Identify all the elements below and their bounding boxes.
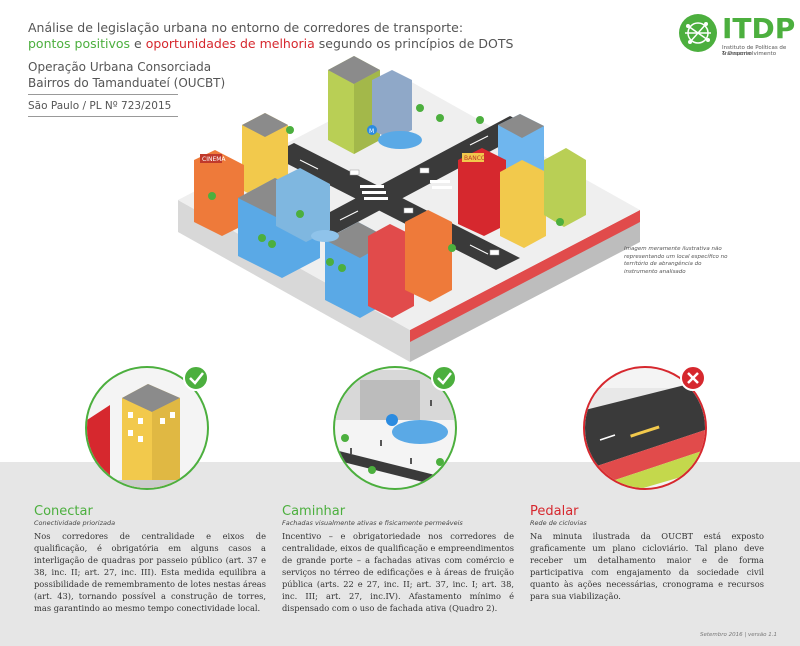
section-body: Na minuta ilustrada da OUCBT está expost… [530,531,764,601]
cinema-sign: CINEMA [202,156,226,163]
bottom-band [0,462,800,646]
banco-sign: BANCO [464,155,486,162]
location-label: São Paulo / PL Nº 723/2015 [28,100,172,112]
subtitle-line1: Operação Urbana Consorciada [28,60,212,74]
section-body: Nos corredores de centralidade e eixos d… [34,531,266,613]
section-subtitle: Conectividade priorizada [34,519,116,527]
section-subtitle: Rede de ciclovias [530,519,587,527]
section-title-caminhar: Caminhar [282,504,346,519]
divider [28,116,178,117]
logo-tagline: Instituto de Políticas de Transporte [722,45,787,57]
logo-name: ITDP [722,12,796,45]
metro-sign: M [369,128,374,135]
logo-tagline: & Desenvolvimento [722,51,777,57]
divider [28,94,178,95]
improvement-label: oportunidades de melhoria [145,36,315,51]
illustration-caption: Imagem meramente ilustrativa não represe… [624,246,728,275]
page-title-line2: pontos positivos e oportunidades de melh… [28,36,514,51]
subtitle-line2: Bairros do Tamanduateí (OUCBT) [28,76,226,90]
section-title-pedalar: Pedalar [530,504,579,519]
section-title-conectar: Conectar [34,504,93,519]
page-title-line1: Análise de legislação urbana no entorno … [28,20,464,35]
footer-version: Setembro 2016 | versão 1.1 [700,632,777,638]
positive-points-label: pontos positivos [28,36,131,51]
section-body: Incentivo – e obrigatoriedade nos corred… [282,531,514,613]
section-subtitle: Fachadas visualmente ativas e fisicament… [282,519,463,527]
